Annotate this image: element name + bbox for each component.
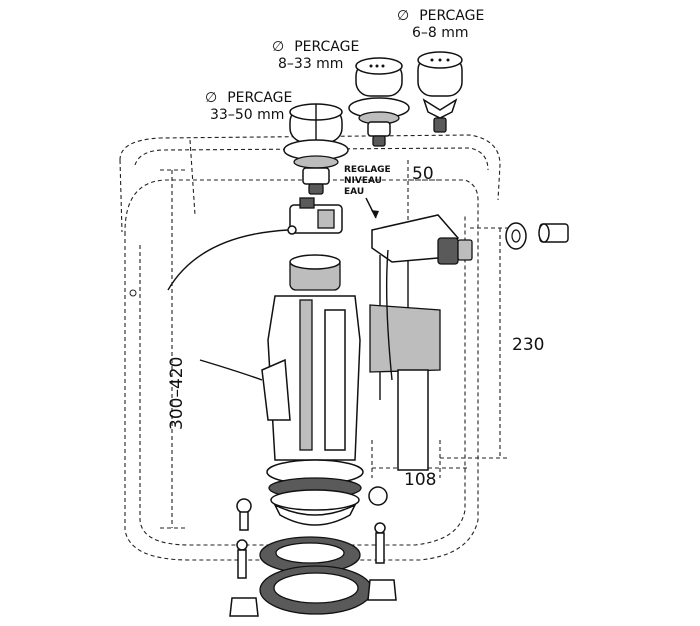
- cable-connector: [167, 197, 343, 381]
- push-button-large: [283, 103, 349, 195]
- inlet-nut: [505, 222, 569, 250]
- percage-symbol: ∅: [397, 8, 409, 24]
- base-lock-nut: [259, 565, 373, 615]
- percage-word: PERCAGE: [419, 8, 484, 24]
- label-percage-medium: ∅ PERCAGE 8–33 mm: [272, 39, 359, 72]
- dimension-lines: [160, 160, 510, 529]
- percage-word: PERCAGE: [294, 39, 359, 55]
- percage-word: PERCAGE: [227, 90, 292, 106]
- svg-text:∅PERCAGE: ∅ PERCAGE: [272, 39, 359, 55]
- flush-valve: [261, 254, 364, 526]
- label-percage-large: ∅ PERCAGE 33–50 mm: [205, 90, 292, 123]
- dimension-spacing: 108: [404, 470, 436, 490]
- percage-symbol: ∅: [272, 39, 284, 55]
- reglage-line2: NIVEAU: [344, 176, 382, 186]
- push-button-medium: [348, 57, 410, 147]
- svg-text:∅PERCAGE: ∅ PERCAGE: [205, 90, 292, 106]
- percage-symbol: ∅: [205, 90, 217, 106]
- base-seal: [259, 536, 361, 574]
- dimension-height-range: 300–420: [167, 357, 187, 430]
- push-button-small: [417, 51, 463, 133]
- fill-valve: [369, 214, 473, 471]
- percage-range-medium: 8–33 mm: [278, 56, 343, 72]
- percage-range-large: 33–50 mm: [210, 107, 284, 123]
- dimension-offset: 50: [412, 164, 434, 184]
- reglage-line3: EAU: [344, 187, 364, 197]
- reglage-line1: REGLAGE: [344, 165, 391, 175]
- dimension-fill-valve-height: 230: [512, 335, 544, 355]
- svg-text:∅PERCAGE: ∅ PERCAGE: [397, 8, 484, 24]
- label-percage-small: ∅ PERCAGE 6–8 mm: [397, 8, 484, 41]
- fixing-bolts: [229, 486, 397, 617]
- percage-range-small: 6–8 mm: [412, 25, 469, 41]
- label-reglage-niveau-eau: REGLAGE NIVEAU EAU: [344, 165, 391, 219]
